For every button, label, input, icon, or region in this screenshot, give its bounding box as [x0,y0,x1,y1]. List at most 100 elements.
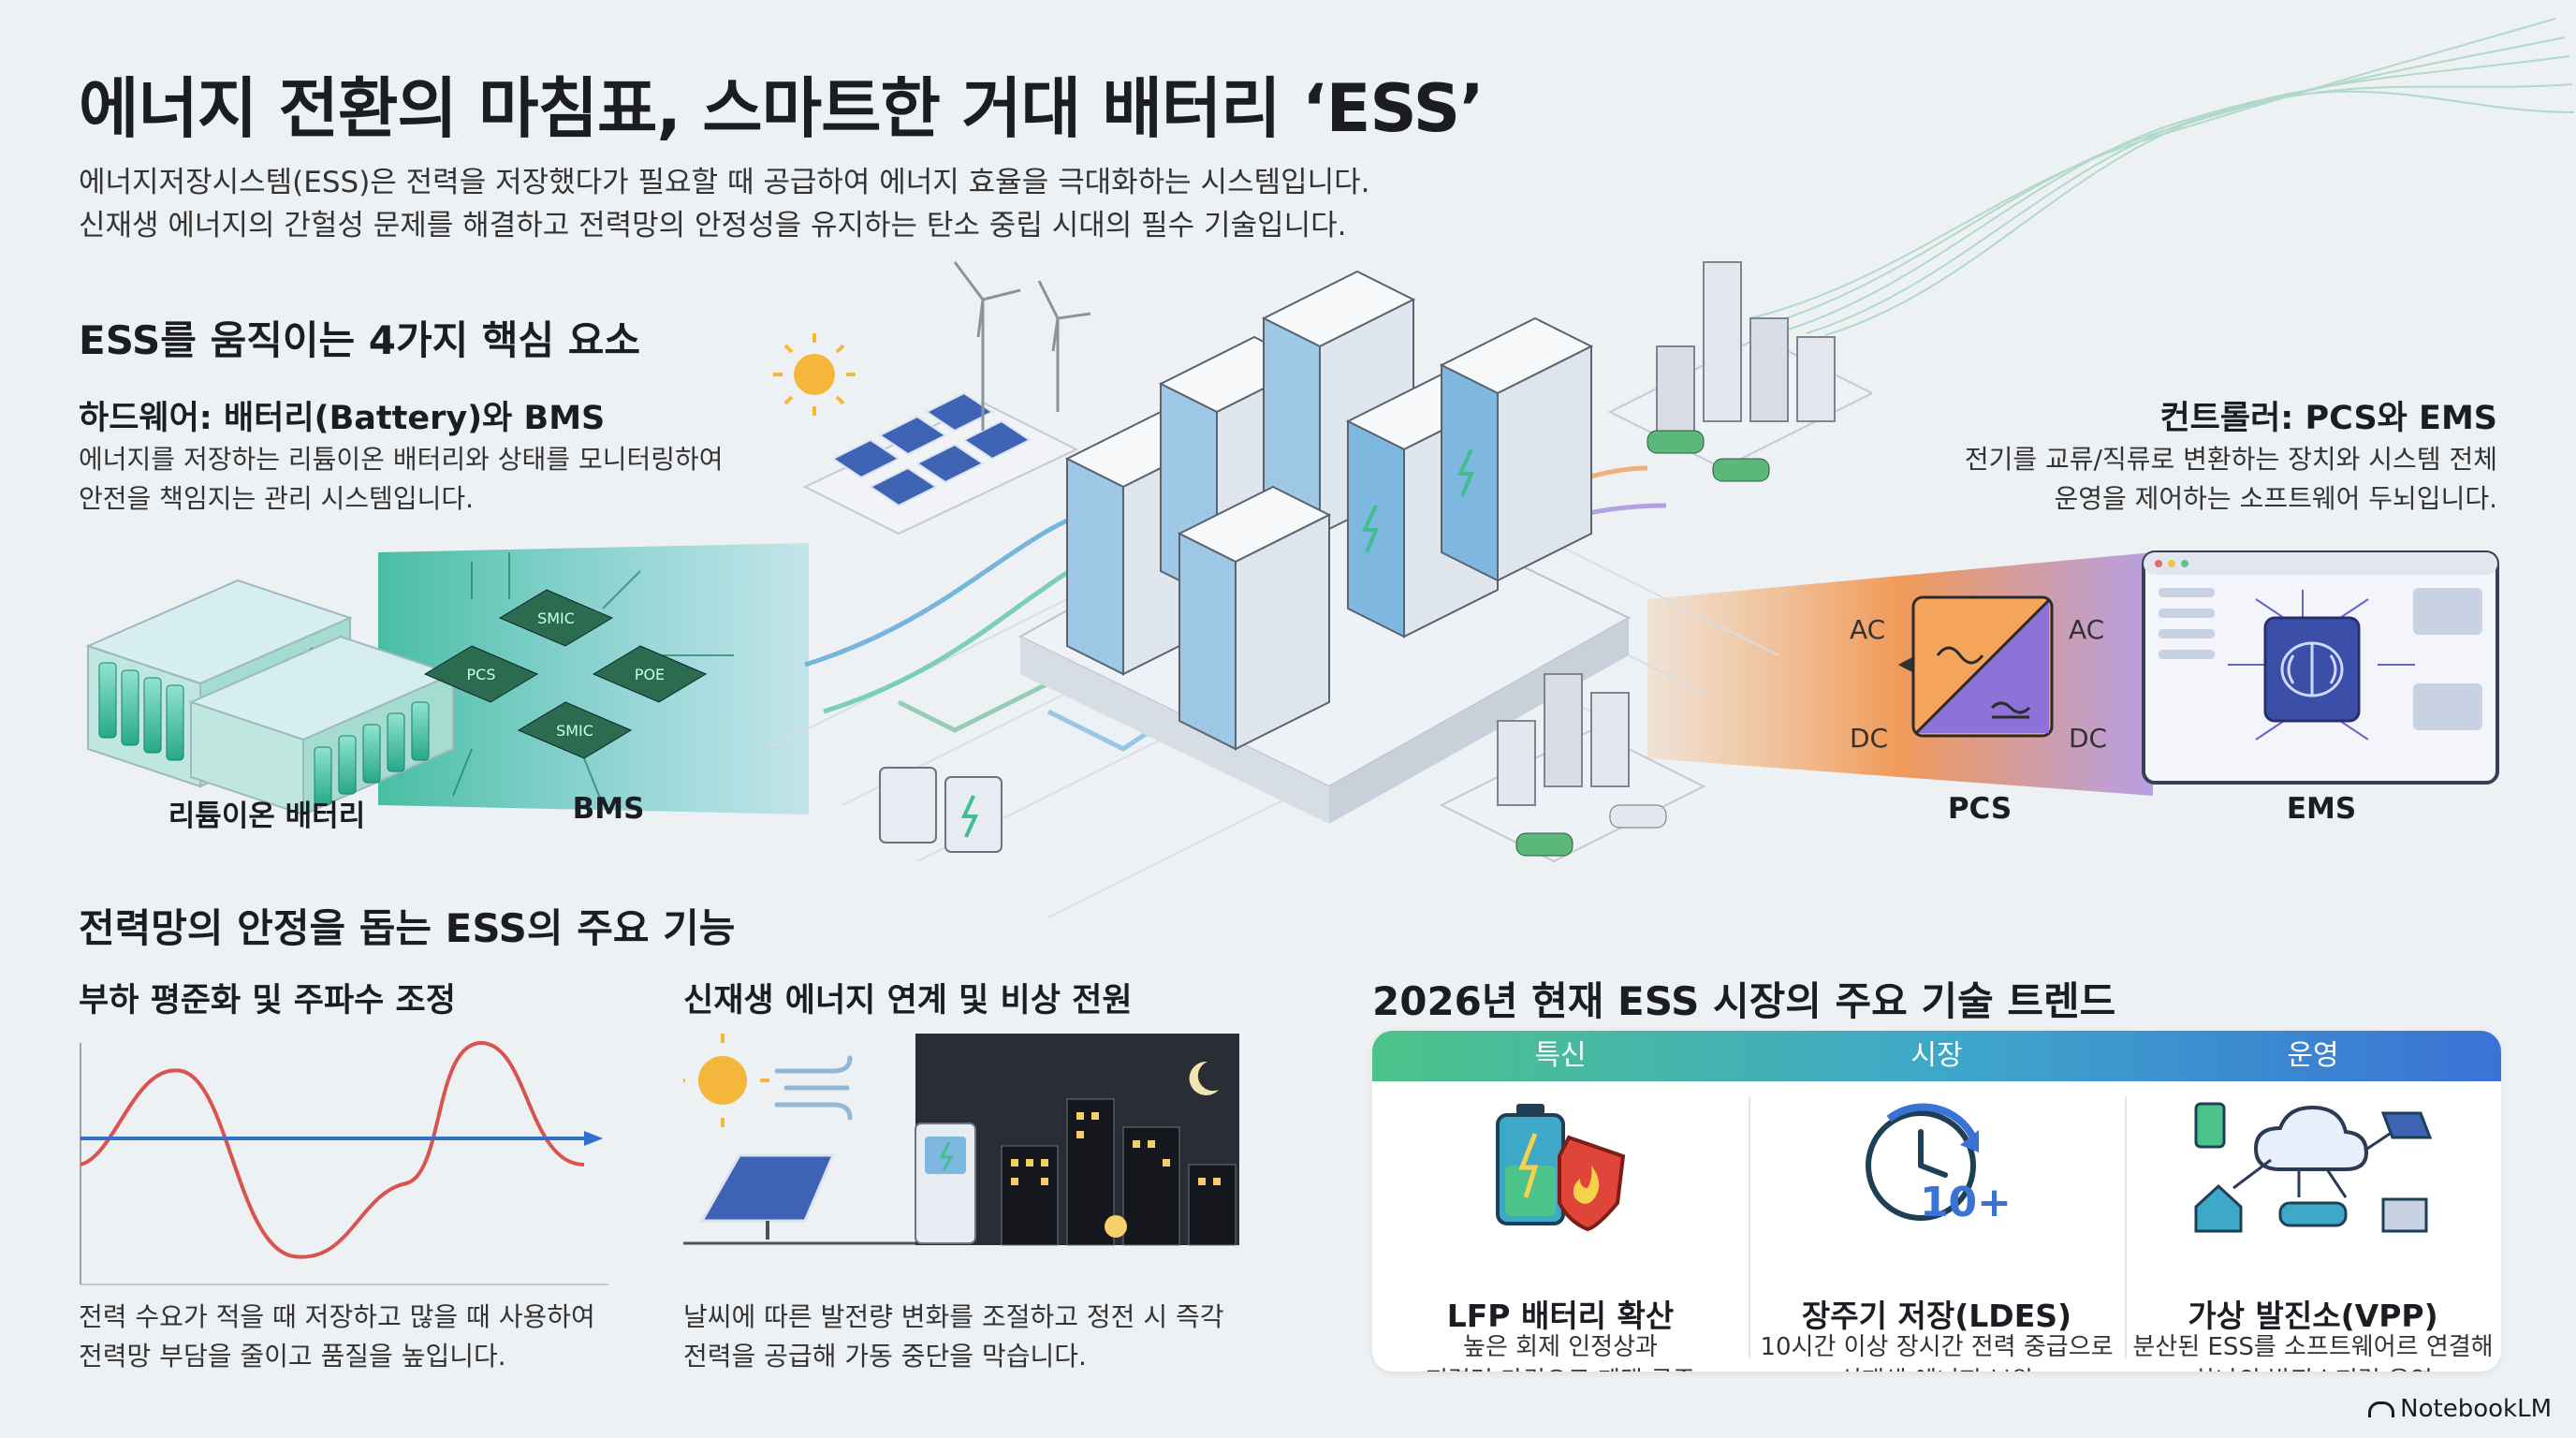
controller-desc: 전기를 교류/직류로 변환하는 장치와 시스템 전체 운영을 제어하는 소프트웨… [1965,440,2497,519]
hardware-illustration: SMIC PCS POE SMIC [85,543,809,814]
virtual-power-plant-icon [2194,1102,2433,1233]
load-desc-line-2: 전력망 부담을 줄이고 품질을 높입니다. [79,1341,506,1372]
solar-panels-icon [802,391,1079,536]
house-icon [2194,1183,2243,1233]
pcs-device [1911,595,2054,738]
controller-title: 컨트롤러: PCS와 EMS [2159,400,2497,437]
trend-title-vpp: 가상 발진소(VPP) [2188,1298,2438,1334]
controller-illustration: AC DC AC DC [1647,550,2499,796]
city-buildings-top [1607,261,1872,482]
intro-line-2: 신재생 에너지의 간헐성 문제를 해결하고 전력망의 안정성을 유지하는 탄소 … [79,209,1347,242]
ess-cabinet [1177,485,1332,751]
flame-icon [1573,1166,1600,1204]
wind-turbine-icon [953,261,1091,431]
bms-chips: SMIC PCS POE SMIC [423,552,734,806]
load-desc-line-1: 전력 수요가 적을 때 저장하고 많을 때 사용하여 [79,1301,595,1332]
trend-desc-vpp: 분산된 ESS를 소프트웨어르 연결해 하나의 발진소저럼 운영 [2125,1330,2501,1372]
decorative-wave-lines [1749,18,2575,336]
solar-panel-icon [683,1153,917,1245]
cloud-icon [2253,1105,2369,1171]
trends-heading: 2026년 현재 ESS 시장의 주요 기술 트렌드 [1372,978,2116,1024]
chip-smic-top: SMIC [498,589,614,647]
page-title: 에너지 전환의 마침표, 스마트한 거대 배터리 ‘ESS’ [79,70,1485,147]
renewable-illustration [683,1034,1239,1246]
trend-desc-vpp-line-2: 하나의 발진소저럼 운영 [2125,1364,2501,1372]
renewable-title: 신재생 에너지 연계 및 비상 전원 [683,982,1133,1020]
arrow-icon [1886,1103,1977,1139]
hardware-light-beam [378,543,809,814]
solar-panel-icon [2380,1111,2433,1139]
charging-station [879,767,1003,853]
lightning-icon [1456,448,1474,497]
trend-header-1: 특신 [1534,1039,1587,1072]
chip-label-3: POE [635,666,665,683]
components-heading: ESS를 움직이는 4가지 핵심 요소 [79,317,641,363]
controller-desc-line-2: 운영을 제어하는 소프트웨어 두뇌입니다. [2054,483,2497,514]
factory-icon [2381,1197,2428,1233]
chip-poe: POE [592,645,708,703]
ess-cabinet [1439,316,1594,582]
trend-divider [1749,1096,1750,1358]
intro-line-1: 에너지저장시스템(ESS)은 전력을 저장했다가 필요할 때 공급하여 에너지 … [79,166,1370,199]
chip-label-1: SMIC [537,609,575,627]
lfp-battery-icon [1496,1104,1626,1231]
moon-icon [1189,1061,1219,1095]
trend-header-2: 시장 [1910,1039,1963,1072]
ldes-badge: 10+ [1920,1179,2012,1226]
hardware-title: 하드웨어: 배터리(Battery)와 BMS [79,400,606,437]
chip-pcs: PCS [423,645,539,703]
brain-icon [2280,641,2344,697]
wind-icon [774,1055,853,1121]
trend-divider [2125,1096,2127,1358]
battery-rack-2 [188,635,456,814]
ems-screen [2142,550,2499,785]
sun-icon [683,1034,769,1127]
trend-desc-lfp: 높은 회제 인정상과 저렴련 가격으로 제택 급증 [1372,1330,1749,1372]
long-duration-clock-icon: 10+ [1866,1103,2012,1226]
hardware-desc-line-2: 안전을 책임지는 관리 시스템입니다. [79,483,475,514]
trend-desc-lfp-line-1: 높은 회제 인정상과 [1463,1333,1658,1361]
central-ess-illustration [768,261,1872,918]
trend-desc-vpp-line-1: 분산된 ESS를 소프트웨어르 연결해 [2132,1333,2494,1361]
load-leveling-chart [80,1040,608,1285]
trends-card: 특신 시장 운영 LFP 배터리 확산 높은 회제 인정상과 저렴련 가격으로 … [1372,1031,2501,1372]
car-icon [1712,458,1770,482]
notebooklm-label: NotebookLM [2400,1395,2552,1423]
trend-column-lfp: LFP 배터리 확산 높은 회제 인정상과 저렴련 가격으로 제택 급증 [1372,1081,1749,1372]
functions-heading: 전력망의 안정을 돕는 ESS의 주요 기능 [79,905,736,951]
notebooklm-badge: NotebookLM [2368,1395,2552,1423]
lightning-icon [1518,1133,1539,1198]
renewable-desc-line-2: 전력을 공급해 가동 중단을 막습니다. [683,1341,1087,1372]
renewable-desc: 날씨에 따른 발전량 변화를 조절하고 정전 시 즉각 전력을 공급해 가동 중… [683,1298,1224,1376]
label-pcs: PCS [1947,792,2012,826]
trend-desc-ldes: 10시간 이상 장시간 전력 중급으로 신재생 에너지 보완 [1749,1330,2125,1372]
car-icon [2278,1201,2348,1227]
car-icon [1609,804,1667,829]
car-icon [1515,832,1573,857]
trend-desc-ldes-line-1: 10시간 이상 장시간 전력 중급으로 [1760,1333,2114,1361]
intro-text: 에너지저장시스템(ESS)은 전력을 저장했다가 필요할 때 공급하여 에너지 … [79,161,1370,247]
trend-header-3: 운영 [2287,1039,2339,1072]
lightning-icon [960,795,979,838]
trend-column-vpp: 가상 발진소(VPP) 분산된 ESS를 소프트웨어르 연결해 하나의 발진소저… [2125,1081,2501,1372]
pcs-dc-right: DC [2069,723,2107,754]
label-battery: 리튬이온 배터리 [168,800,366,833]
sun-icon [773,333,856,416]
trend-column-ldes: 10+ 장주기 저장(LDES) 10시간 이상 장시간 전력 중급으로 신재생… [1749,1081,2125,1372]
battery-unit-icon [915,1123,976,1244]
lightning-icon [1361,505,1379,553]
dc-icon [1990,701,2031,719]
car-icon [1647,430,1705,454]
leveled-arrow-icon [584,1131,603,1146]
label-ems: EMS [2286,792,2357,826]
ess-container-cluster [1017,270,1632,824]
battery-icon [2194,1102,2226,1149]
chip-label-2: PCS [467,666,496,683]
hardware-desc: 에너지를 저장하는 리튬이온 배터리와 상태를 모니터링하여 안전을 책임지는 … [79,440,724,519]
chip-smic-bottom: SMIC [517,701,633,759]
renewable-desc-line-1: 날씨에 따른 발전량 변화를 조절하고 정전 시 즉각 [683,1301,1224,1332]
controller-desc-line-1: 전기를 교류/직류로 변환하는 장치와 시스템 전체 [1964,444,2497,475]
trends-card-header: 특신 시장 운영 [1372,1031,2501,1081]
trend-desc-lfp-line-2: 저렴련 가격으로 제택 급증 [1372,1364,1749,1372]
trend-title-ldes: 장주기 저장(LDES) [1801,1298,2072,1334]
